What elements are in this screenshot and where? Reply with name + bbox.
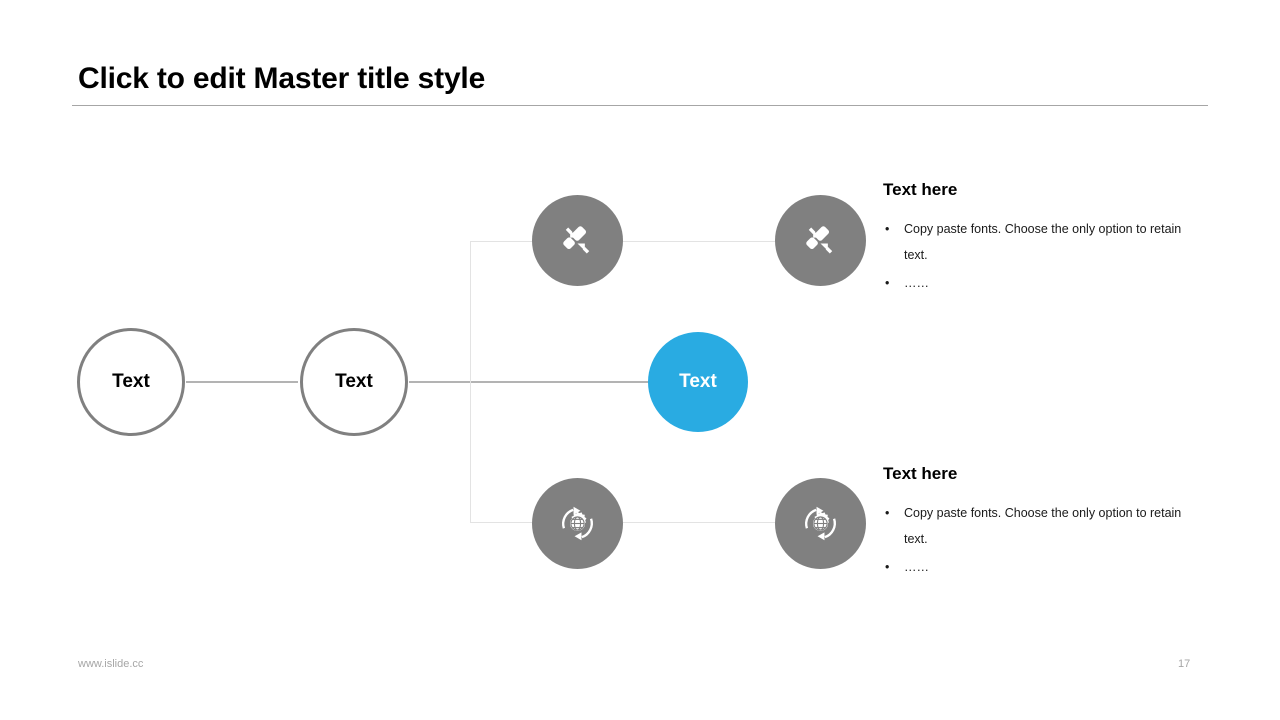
- connector-node1-node2: [186, 381, 298, 383]
- content-heading-top: Text here: [883, 180, 958, 199]
- list-item-text: ……: [904, 276, 929, 290]
- list-item: • ……: [883, 554, 1201, 580]
- diagram-node-1-label: Text: [112, 371, 150, 392]
- list-item: • Copy paste fonts. Choose the only opti…: [883, 500, 1201, 552]
- icon-circle-top-left[interactable]: [532, 195, 623, 286]
- global-refresh-gear-icon: [797, 500, 844, 547]
- bullet-marker: •: [885, 506, 890, 520]
- global-refresh-gear-icon: [554, 500, 601, 547]
- list-item-text: Copy paste fonts. Choose the only option…: [904, 222, 1182, 262]
- exchange-transfer-icon: [797, 217, 844, 264]
- bullet-marker: •: [885, 560, 890, 574]
- icon-circle-top-right[interactable]: [775, 195, 866, 286]
- diagram-node-3-accent[interactable]: Text: [648, 332, 748, 432]
- content-block-bottom: Text here • Copy paste fonts. Choose the…: [883, 464, 1201, 582]
- title-divider: [72, 105, 1208, 106]
- list-item: • ……: [883, 270, 1201, 296]
- page-title: Click to edit Master title style: [78, 62, 486, 95]
- icon-circle-bottom-left[interactable]: [532, 478, 623, 569]
- branch-vertical-line: [470, 241, 471, 523]
- list-item: • Copy paste fonts. Choose the only opti…: [883, 216, 1201, 268]
- diagram-node-1[interactable]: Text: [77, 328, 185, 436]
- content-bullet-list-top: • Copy paste fonts. Choose the only opti…: [883, 216, 1201, 296]
- footer-page-number: 17: [1178, 658, 1191, 670]
- diagram-node-2-label: Text: [335, 371, 373, 392]
- footer-url: www.islide.cc: [78, 658, 144, 670]
- diagram-node-2[interactable]: Text: [300, 328, 408, 436]
- exchange-transfer-icon: [554, 217, 601, 264]
- diagram-node-3-label: Text: [679, 371, 717, 392]
- branch-bottom-line: [470, 522, 822, 523]
- content-block-top: Text here • Copy paste fonts. Choose the…: [883, 180, 1201, 298]
- bullet-marker: •: [885, 222, 890, 236]
- list-item-text: ……: [904, 560, 929, 574]
- content-heading-bottom: Text here: [883, 464, 958, 483]
- connector-node2-node3: [409, 381, 649, 383]
- bullet-marker: •: [885, 276, 890, 290]
- icon-circle-bottom-right[interactable]: [775, 478, 866, 569]
- list-item-text: Copy paste fonts. Choose the only option…: [904, 506, 1182, 546]
- content-bullet-list-bottom: • Copy paste fonts. Choose the only opti…: [883, 500, 1201, 580]
- branch-top-line: [470, 241, 822, 242]
